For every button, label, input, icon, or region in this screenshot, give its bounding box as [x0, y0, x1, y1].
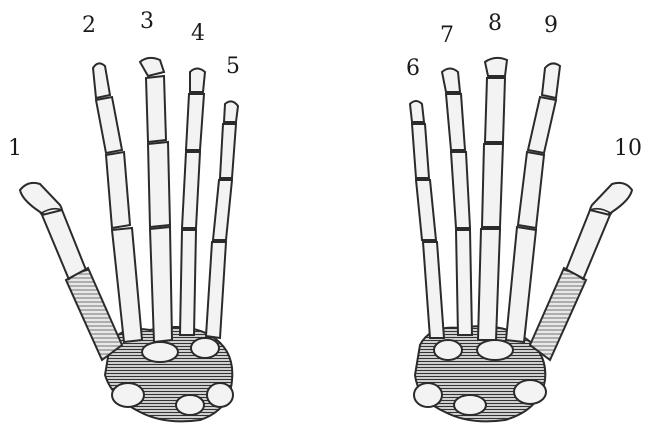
left-carpals	[103, 325, 234, 423]
right-carpals	[413, 325, 547, 423]
digit-label-7: 7	[440, 23, 454, 48]
left-finger-5	[204, 100, 240, 340]
digit-label-8: 8	[488, 11, 502, 36]
left-hand	[18, 56, 240, 423]
left-thumb	[18, 181, 124, 362]
left-finger-4	[178, 67, 207, 336]
digit-label-2: 2	[82, 13, 96, 38]
digit-label-4: 4	[191, 21, 205, 46]
right-hand	[408, 56, 634, 423]
right-finger-7	[440, 67, 474, 336]
right-finger-6	[408, 100, 446, 339]
right-finger-8	[476, 56, 509, 341]
digit-label-10: 10	[614, 136, 642, 161]
right-finger-9	[504, 62, 562, 344]
digit-label-5: 5	[226, 54, 240, 79]
digit-label-3: 3	[140, 9, 154, 34]
right-thumb	[528, 181, 634, 362]
left-finger-2	[91, 62, 144, 344]
digit-label-6: 6	[406, 56, 420, 81]
digit-label-9: 9	[544, 13, 558, 38]
digit-label-1: 1	[8, 136, 22, 161]
left-finger-3	[138, 56, 174, 344]
